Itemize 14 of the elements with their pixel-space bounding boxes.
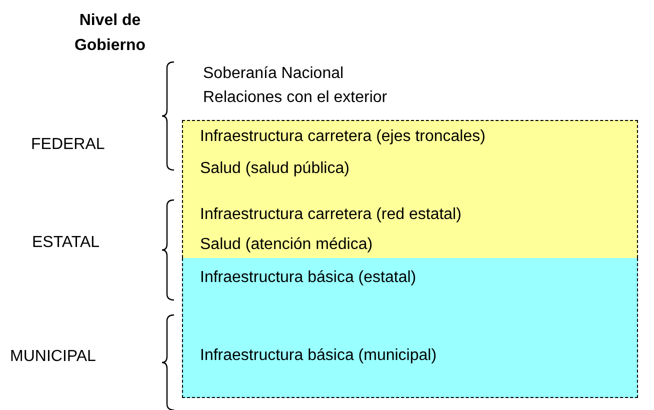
responsibility-band [182,258,638,398]
responsibility-text: Soberanía Nacional [203,64,344,84]
level-label: MUNICIPAL [10,347,96,367]
responsibility-text: Salud (salud pública) [200,159,350,179]
responsibility-band [182,120,638,258]
responsibility-text: Salud (atención médica) [200,235,373,255]
responsibility-text: Relaciones con el exterior [203,88,388,108]
responsibility-text: Infraestructura carretera (red estatal) [200,205,462,225]
column-heading: Nivel de Gobierno [73,11,147,56]
level-label: FEDERAL [31,135,105,155]
responsibility-text: Infraestructura carretera (ejes troncales) [200,127,486,147]
responsibility-text: Infraestructura básica (municipal) [200,346,437,366]
responsibility-text: Infraestructura básica (estatal) [200,268,416,288]
level-label: ESTATAL [32,233,100,253]
